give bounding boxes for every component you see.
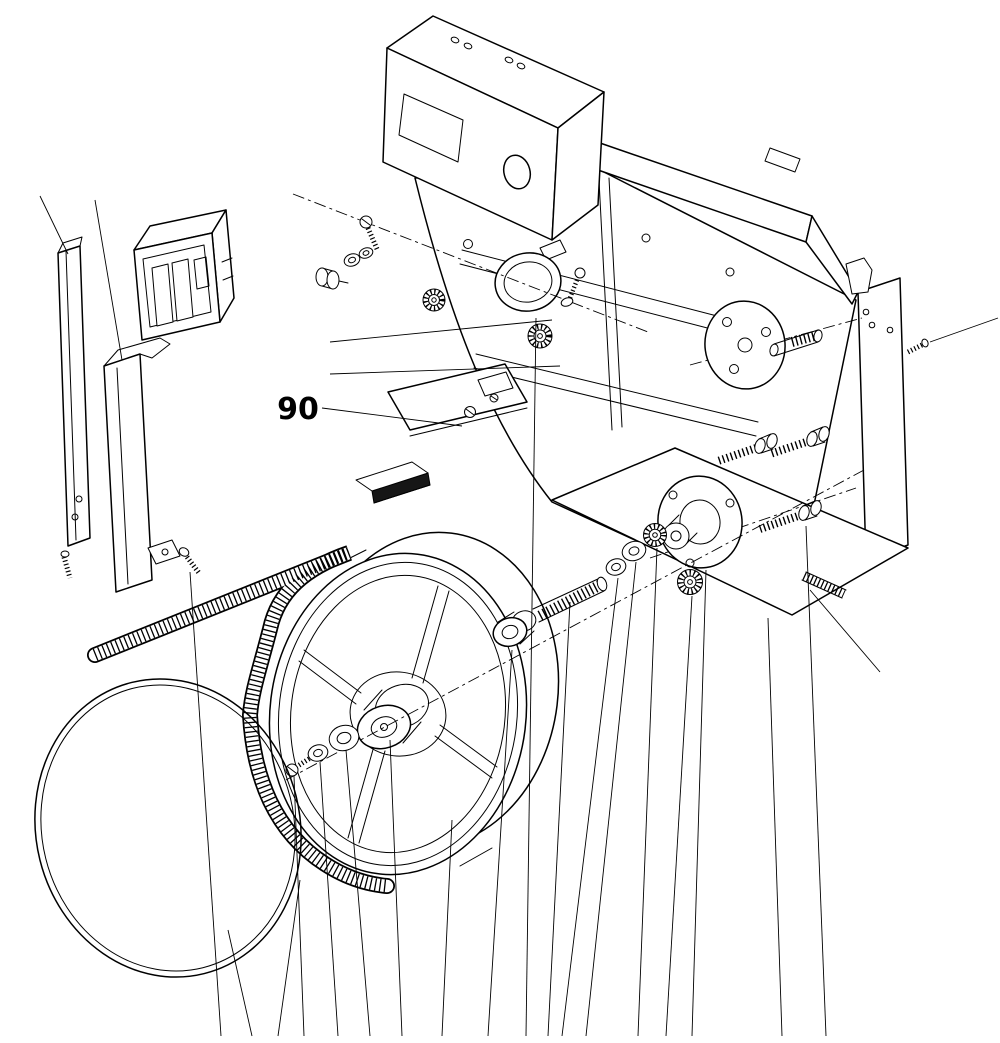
axle-centerline	[285, 469, 865, 781]
cap-bolt	[768, 426, 830, 458]
threaded-shaft	[532, 576, 608, 623]
grooved-knob	[315, 267, 349, 290]
upper-flange-disc	[689, 300, 863, 390]
left-strip-bar	[57, 236, 91, 579]
cap-bolt	[716, 433, 778, 465]
rocker-key	[151, 263, 174, 327]
gearbox-housing	[382, 15, 605, 241]
rocker-key	[171, 258, 194, 322]
wheel-spokes	[298, 585, 498, 844]
washer	[621, 540, 647, 562]
blade-guard-bar	[103, 337, 201, 593]
cleaning-brush	[355, 461, 431, 504]
leader-lines	[39, 195, 999, 1037]
knurled-nut	[422, 288, 446, 312]
corner-set-screw	[906, 338, 929, 355]
part-number-label: 90	[277, 392, 319, 427]
slotted-screw	[359, 215, 380, 250]
washer	[605, 558, 627, 576]
wheel-hub	[356, 683, 429, 750]
upper-guide-axis	[292, 193, 649, 333]
frame-rail-lip	[764, 147, 801, 173]
slotted-screw	[560, 267, 586, 307]
washer	[343, 253, 361, 267]
knurled-nut	[677, 569, 703, 595]
power-switch	[133, 209, 235, 341]
grub-screw	[60, 550, 73, 579]
mounting-bracket-plate	[387, 363, 528, 437]
callout-90: 90	[277, 319, 561, 427]
knurled-nut	[527, 323, 553, 349]
washer	[358, 247, 374, 259]
frame-right-upright	[857, 277, 909, 561]
frame-upright-hook	[845, 257, 873, 295]
washer	[307, 744, 329, 762]
blade-loop	[34, 678, 302, 978]
frame-assembly	[382, 15, 929, 616]
upper-guide-parts	[315, 215, 586, 349]
stud-bolt	[769, 329, 823, 357]
bearing-bushing	[492, 610, 537, 648]
guard-bracket	[147, 539, 181, 565]
bearing	[328, 724, 360, 752]
toothed-drive-belt	[87, 545, 395, 894]
cap-bolt	[758, 500, 822, 533]
knurled-nut	[643, 523, 667, 547]
axle-parts	[285, 523, 703, 777]
lower-hub-flange	[649, 475, 857, 569]
frame-rail-joint	[805, 215, 859, 305]
slotted-screw	[178, 547, 201, 575]
blade-clamp-piece	[477, 371, 514, 397]
guide-clamp-ring	[494, 239, 567, 312]
